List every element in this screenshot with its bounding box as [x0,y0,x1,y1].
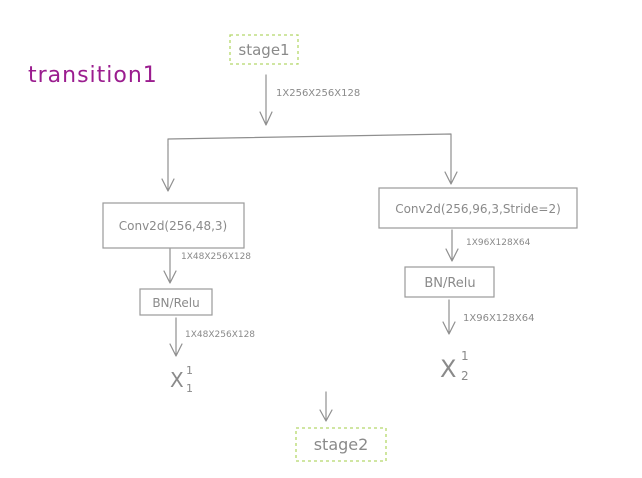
split-connector [167,133,452,184]
right-bn-arrow [442,299,456,335]
left-conv-shape-label: 1X48X256X128 [181,252,251,262]
left-output-superscript: 1 [186,364,193,377]
left-bn-arrow [169,317,183,357]
right-conv-shape-label: 1X96X128X64 [466,238,531,248]
left-bn-label: BN/Relu [152,296,199,310]
left-bn-node: BN/Relu [139,288,213,316]
right-output-superscript: 1 [461,349,469,363]
right-bn-shape-label: 1X96X128X64 [463,313,534,324]
right-bn-node: BN/Relu [404,266,495,298]
input-shape-label: 1X256X256X128 [276,88,360,99]
stage1-label: stage1 [238,41,289,59]
right-conv-box [378,187,578,229]
stage2-arrow [319,391,333,422]
left-output-node: X 1 1 [170,364,193,395]
stage2-node: stage2 [295,427,387,462]
right-output-subscript: 2 [461,369,469,383]
stage2-label: stage2 [314,435,369,454]
right-bn-box [404,266,495,298]
left-bn-box [139,288,213,316]
right-conv-node: Conv2d(256,96,3,Stride=2) [378,187,578,229]
left-branch-arrow [161,144,175,192]
right-output-node: X 1 2 [440,349,469,383]
stage2-box [295,427,387,462]
left-conv-arrow [163,248,177,284]
right-conv-label: Conv2d(256,96,3,Stride=2) [395,202,561,216]
input-arrow [259,74,273,126]
left-conv-label: Conv2d(256,48,3) [119,219,227,233]
stage1-node: stage1 [229,34,299,65]
right-branch-arrowhead [444,171,458,185]
left-output-symbol: X [170,368,184,392]
right-output-symbol: X [440,355,456,383]
right-conv-arrow [445,229,459,262]
left-conv-box [102,202,245,249]
diagram-title: transition1 [28,63,158,88]
right-bn-label: BN/Relu [424,276,475,291]
left-output-subscript: 1 [186,382,193,395]
left-conv-node: Conv2d(256,48,3) [102,202,245,249]
left-bn-shape-label: 1X48X256X128 [185,330,255,340]
